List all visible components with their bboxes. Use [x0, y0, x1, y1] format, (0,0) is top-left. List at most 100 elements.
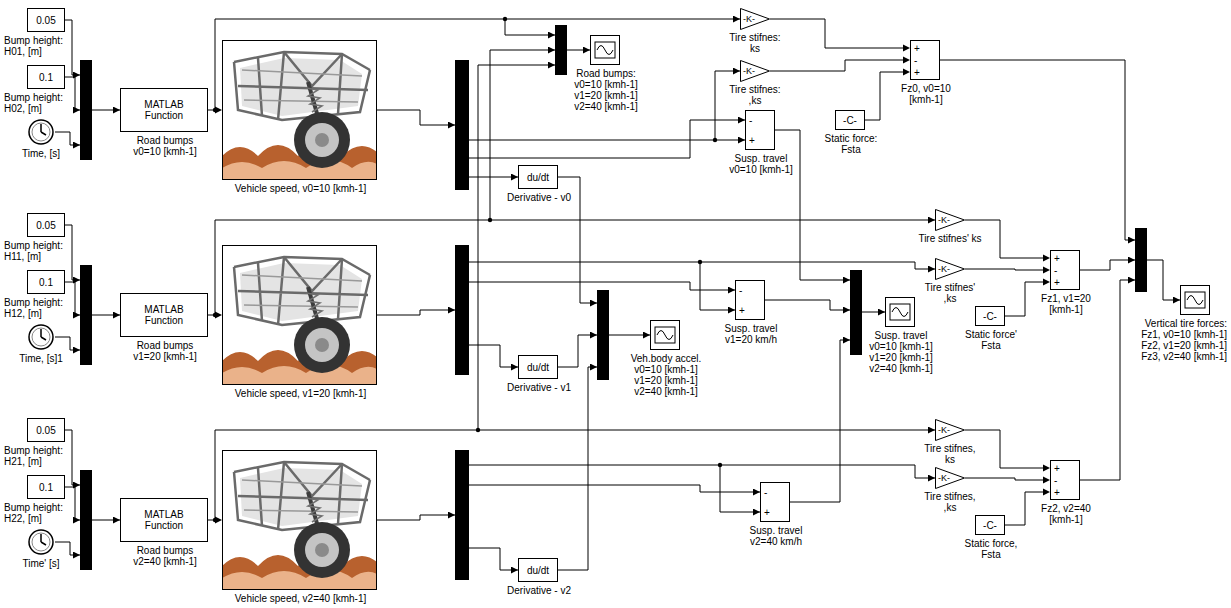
- gain-block: -K-Tire stifnes, ,ks: [935, 467, 965, 489]
- port-sign: -: [1054, 475, 1057, 486]
- signal-line: [208, 110, 216, 111]
- vehicle-subsystem: Vehicle speed, v2=40 [kmh-1]: [222, 450, 377, 590]
- port-sign: -: [749, 115, 752, 126]
- block-label: Static force: Fsta: [819, 133, 883, 155]
- block-label: Tire stifnes' ks: [918, 233, 982, 244]
- derivative-block: du/dtDerivative - v1: [518, 355, 558, 379]
- gain-block: -K-Tire stifnes: ks: [740, 8, 770, 30]
- gain-outline: [936, 420, 965, 441]
- scope-block: Road bumps: v0=10 [kmh-1] v1=20 [kmh-1] …: [590, 35, 620, 65]
- block-label: Static force' Fsta: [959, 329, 1023, 351]
- block-text: 0.05: [36, 220, 55, 231]
- block-label: Bump height: H12, [m]: [4, 297, 68, 319]
- derivative-block: du/dtDerivative - v2: [518, 558, 558, 582]
- signal-line: [1005, 282, 1044, 316]
- block-label: Derivative - v1: [494, 382, 584, 393]
- derivative-block: du/dtDerivative - v0: [518, 165, 558, 189]
- arrow-head: [1043, 477, 1050, 484]
- arrow-head: [1043, 489, 1050, 496]
- block-label: Bump height: H02, [m]: [4, 92, 68, 114]
- block-label: Bump height: H01, [m]: [4, 35, 68, 57]
- block-label: Susp. travel v1=20 km/h: [715, 323, 787, 345]
- block-label: Tire stifnes: ks: [723, 32, 787, 54]
- block-text: 0.1: [39, 482, 53, 493]
- port-sign: +: [764, 507, 770, 518]
- signal-line: [965, 269, 1044, 270]
- block-label: Road bumps: v0=10 [kmh-1] v1=20 [kmh-1] …: [568, 68, 644, 112]
- signal-line: [865, 72, 904, 120]
- block-label: Susp. travel v0=10 [kmh-1] v1=20 [kmh-1]…: [863, 330, 939, 374]
- port-sign: -: [739, 285, 742, 296]
- block-label: Bump height: H11, [m]: [4, 240, 68, 262]
- block-label: Vehicle speed, v1=20 [kmh-1]: [216, 388, 386, 399]
- matlab-function-block: MATLAB FunctionRoad bumps v0=10 [kmh-1]: [120, 88, 208, 132]
- block-text: -C-: [843, 115, 857, 126]
- scope-block: Susp. travel v0=10 [kmh-1] v1=20 [kmh-1]…: [885, 297, 915, 327]
- block-text: -K-: [743, 14, 755, 25]
- sum-block: +-+Fz1, v1=20 [kmh-1]: [1050, 250, 1080, 290]
- gain-block: -K-Tire stifnes, ks: [935, 419, 965, 441]
- block-text: -C-: [983, 520, 997, 531]
- block-label: Tire stifnes, ks: [918, 443, 982, 465]
- port-sign: -: [764, 487, 767, 498]
- port-sign: +: [1054, 463, 1060, 474]
- signal-line: [208, 520, 216, 521]
- matlab-function-block: MATLAB FunctionRoad bumps v1=20 [kmh-1]: [120, 293, 208, 337]
- sum-block: -+Susp. travel v1=20 km/h: [735, 280, 765, 320]
- block-text: 0.05: [36, 425, 55, 436]
- block-label: Tire stifnes, ,ks: [918, 491, 982, 513]
- block-label: Road bumps v1=20 [kmh-1]: [123, 340, 207, 362]
- block-label: Susp. travel v2=40 km/h: [740, 525, 812, 547]
- gain-block: -K-Tire stifnes: ,ks: [740, 60, 770, 82]
- block-label: Tire stifnes: ,ks: [723, 84, 787, 106]
- block-label: Vehicle speed, v0=10 [kmh-1]: [216, 183, 386, 194]
- port-sign: +: [914, 43, 920, 54]
- block-text: du/dt: [527, 172, 549, 183]
- gain-block: -K-Tire stifnes' ,ks: [935, 258, 965, 280]
- port-sign: +: [1054, 277, 1060, 288]
- gain-block: -K-Tire stifnes' ks: [935, 209, 965, 231]
- port-sign: +: [1054, 487, 1060, 498]
- constant-block: 0.05Bump height: H01, [m]: [27, 8, 65, 32]
- arrow-head: [1043, 465, 1050, 472]
- port-sign: +: [749, 135, 755, 146]
- gain-outline: [936, 259, 965, 280]
- constant-block: 0.05Bump height: H11, [m]: [27, 213, 65, 237]
- block-label: Bump height: H22, [m]: [4, 502, 68, 524]
- port-sign: -: [1054, 265, 1057, 276]
- block-text: du/dt: [527, 362, 549, 373]
- block-label: Static force, Fsta: [959, 538, 1023, 560]
- matlab-function-block: MATLAB FunctionRoad bumps v2=40 [kmh-1]: [120, 498, 208, 542]
- signal-line: [208, 315, 216, 316]
- block-label: Time, [s]1: [11, 353, 71, 364]
- constant-block: 0.05Bump height: H21, [m]: [27, 418, 65, 442]
- port-sign: +: [739, 305, 745, 316]
- clock-block: Time, [s]: [27, 118, 55, 146]
- block-text: MATLAB Function: [133, 509, 195, 531]
- block-label: Fz0, v0=10 [kmh-1]: [893, 83, 959, 105]
- vehicle-subsystem: Vehicle speed, v0=10 [kmh-1]: [222, 40, 377, 180]
- sum-block: +-+Fz0, v0=10 [kmh-1]: [910, 40, 940, 80]
- block-label: Tire stifnes' ,ks: [918, 282, 982, 304]
- block-label: Veh.body accel. v0=10 [kmh-1] v1=20 [kmh…: [628, 353, 704, 397]
- sum-block: -+Susp. travel v2=40 km/h: [760, 482, 790, 522]
- block-label: Fz2, v2=40 [kmh-1]: [1033, 503, 1099, 525]
- arrow-head: [215, 312, 222, 319]
- block-text: du/dt: [527, 565, 549, 576]
- arrow-head: [903, 57, 910, 64]
- block-text: -K-: [938, 473, 950, 484]
- port-sign: +: [914, 67, 920, 78]
- block-label: Road bumps v2=40 [kmh-1]: [123, 545, 207, 567]
- constant-block: -C-Static force, Fsta: [975, 515, 1005, 535]
- port-sign: +: [1054, 253, 1060, 264]
- block-text: 0.05: [36, 15, 55, 26]
- constant-block: 0.1Bump height: H02, [m]: [27, 65, 65, 89]
- block-text: -C-: [983, 311, 997, 322]
- scope-block: Veh.body accel. v0=10 [kmh-1] v1=20 [kmh…: [650, 320, 680, 350]
- arrow-head: [1043, 255, 1050, 262]
- block-text: -K-: [938, 215, 950, 226]
- signal-line: [1005, 492, 1044, 525]
- constant-block: -C-Static force' Fsta: [975, 306, 1005, 326]
- sum-block: -+Susp. travel v0=10 [kmh-1]: [745, 110, 775, 150]
- signal-line: [770, 19, 904, 48]
